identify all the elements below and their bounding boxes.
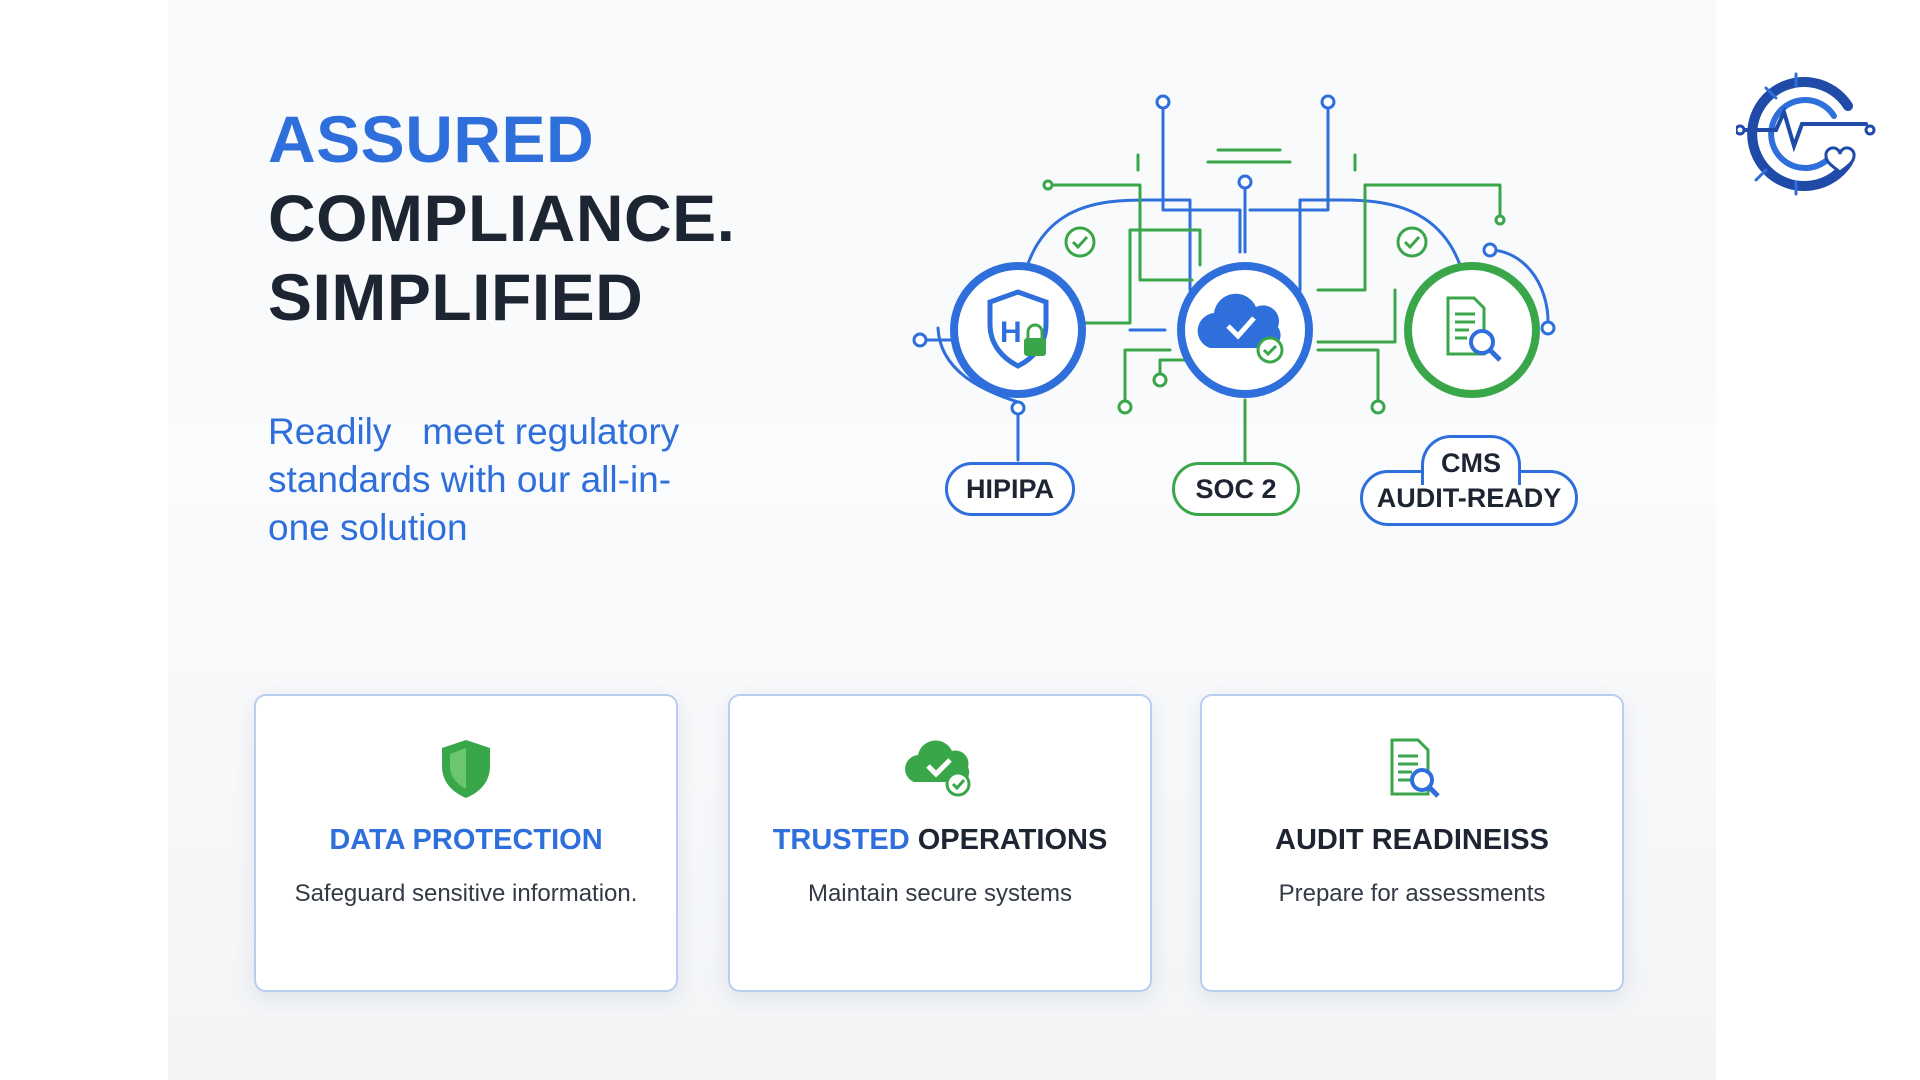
compliance-network-diagram: H (912, 94, 1556, 464)
headline-line-3: SIMPLIFIED (265, 258, 650, 337)
card-title: DATA PROTECTION (329, 824, 603, 856)
shield-icon (442, 740, 490, 798)
audit-ready-label: AUDIT-READY (1376, 483, 1562, 513)
svg-text:H: H (1000, 316, 1022, 349)
card-title: TRUSTED OPERATIONS (772, 824, 1108, 856)
cloud-check-icon (905, 740, 971, 797)
card-title: AUDIT READINEISS (1275, 824, 1549, 856)
headline-line-1: ASSURED (268, 102, 595, 176)
card-audit-readiness: AUDIT READINEISS Prepare for assessments (1200, 694, 1624, 992)
cms-label: CMS (1441, 448, 1501, 478)
cms-document-search-icon (1404, 262, 1540, 398)
card-trusted-operations: TRUSTED OPERATIONS Maintain secure syste… (728, 694, 1152, 992)
headline: ASSURED COMPLIANCE. SIMPLIFIED (265, 100, 736, 337)
subtitle: Readily meet regulatory standards with o… (268, 411, 690, 548)
brand-logo (1736, 72, 1876, 196)
cms-audit-ready-badge: CMS AUDIT-READY (1360, 435, 1578, 526)
cms-badge-top: CMS (1421, 435, 1521, 485)
card-description: Safeguard sensitive information. (294, 880, 638, 907)
card-description: Maintain secure systems (807, 880, 1073, 907)
card-data-protection: DATA PROTECTION Safeguard sensitive info… (254, 694, 678, 992)
headline-line-2: COMPLIANCE. (268, 181, 736, 255)
soc2-badge: SOC 2 (1172, 462, 1300, 516)
soc2-cloud-check-icon (1177, 262, 1313, 398)
document-search-icon (1390, 738, 1440, 798)
hipaa-shield-lock-icon: H (950, 262, 1086, 398)
card-description: Prepare for assessments (1278, 880, 1546, 907)
hipaa-badge: HIPIPA (945, 462, 1075, 516)
